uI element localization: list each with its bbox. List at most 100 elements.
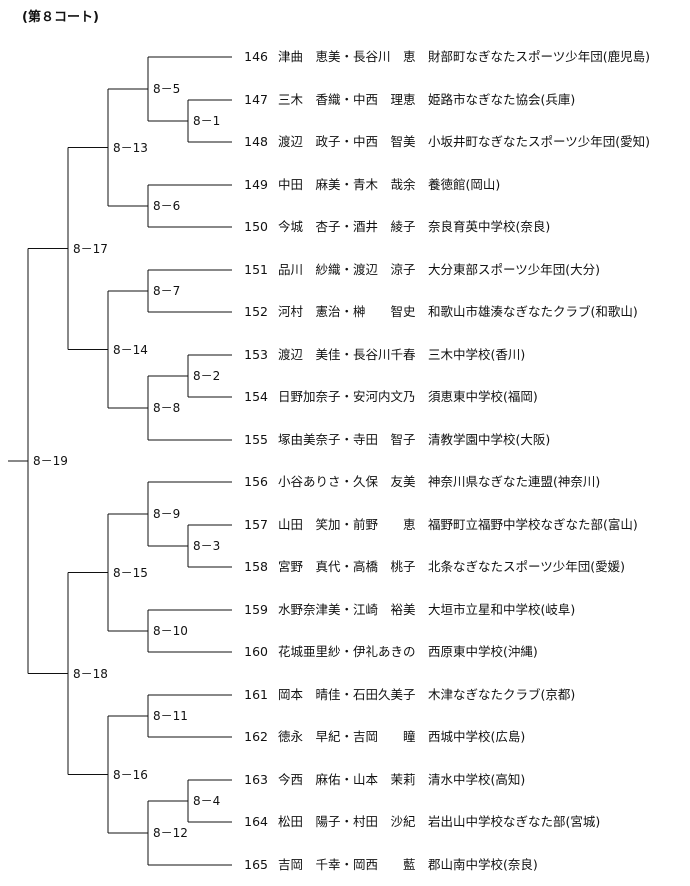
entry-names: 河村 憲治・榊 智史 <box>278 304 416 319</box>
entry-row: 157 山田 笑加・前野 恵福野町立福野中学校なぎなた部(富山) <box>238 515 638 535</box>
entry-names: 水野奈津美・江崎 裕美 <box>278 602 416 617</box>
entry-row: 148 渡辺 政子・中西 智美小坂井町なぎなたスポーツ少年団(愛知) <box>238 132 650 152</box>
entry-names: 松田 陽子・村田 沙紀 <box>278 814 416 829</box>
entry-team: 木津なぎなたクラブ(京都) <box>428 687 576 702</box>
match-label: 8－8 <box>152 401 182 415</box>
entry-number: 164 <box>244 814 268 829</box>
entry-names: 山田 笑加・前野 恵 <box>278 517 416 532</box>
match-label: 8－18 <box>72 666 109 681</box>
entry-row: 159 水野奈津美・江崎 裕美大垣市立星和中学校(岐阜) <box>238 600 575 620</box>
entry-team: 姫路市なぎなた協会(兵庫) <box>428 92 576 107</box>
entry-team: 奈良育英中学校(奈良) <box>428 219 551 234</box>
court-title: (第８コート) <box>22 10 99 25</box>
entry-names: 宮野 真代・高橋 桃子 <box>278 559 416 574</box>
entry-names: 渡辺 政子・中西 智美 <box>278 134 416 149</box>
entry-number: 147 <box>244 92 268 107</box>
match-label: 8－14 <box>112 342 149 357</box>
entry-names: 今西 麻佑・山本 茉莉 <box>278 772 416 787</box>
entry-names: 塚由美奈子・寺田 智子 <box>278 432 416 447</box>
entry-number: 159 <box>244 602 268 617</box>
entry-number: 165 <box>244 857 268 872</box>
entry-team: 西原東中学校(沖縄) <box>428 644 538 659</box>
entry-row: 158 宮野 真代・高橋 桃子北条なぎなたスポーツ少年団(愛媛) <box>238 557 625 577</box>
entry-team: 三木中学校(香川) <box>428 347 526 362</box>
match-label: 8－13 <box>112 140 149 155</box>
match-label: 8－12 <box>152 826 189 840</box>
entry-team: 財部町なぎなたスポーツ少年団(鹿児島) <box>428 49 651 64</box>
entry-names: 日野加奈子・安河内文乃 <box>278 389 416 404</box>
entry-number: 157 <box>244 517 268 532</box>
entry-number: 148 <box>244 134 268 149</box>
entry-names: 花城亜里紗・伊礼あきの <box>278 644 416 659</box>
entry-team: 和歌山市雄湊なぎなたクラブ(和歌山) <box>428 304 638 319</box>
entry-number: 150 <box>244 219 268 234</box>
entry-row: 164 松田 陽子・村田 沙紀岩出山中学校なぎなた部(宮城) <box>238 812 600 832</box>
entry-team: 神奈川県なぎなた連盟(神奈川) <box>428 474 601 489</box>
entry-team: 福野町立福野中学校なぎなた部(富山) <box>428 517 638 532</box>
match-label: 8－17 <box>72 241 109 256</box>
entry-names: 小谷ありさ・久保 友美 <box>278 474 416 489</box>
entry-names: 吉岡 千幸・岡西 藍 <box>278 857 416 872</box>
entry-team: 大垣市立星和中学校(岐阜) <box>428 602 576 617</box>
entry-names: 渡辺 美佳・長谷川千春 <box>278 347 416 362</box>
entry-names: 徳永 早紀・吉岡 瞳 <box>278 729 416 744</box>
match-label: 8－4 <box>192 794 222 808</box>
entry-team: 岩出山中学校なぎなた部(宮城) <box>428 814 601 829</box>
entry-names: 岡本 晴佳・石田久美子 <box>278 687 416 702</box>
match-label: 8－5 <box>152 82 182 96</box>
entry-row: 162 徳永 早紀・吉岡 瞳西城中学校(広島) <box>238 727 525 747</box>
entry-row: 149 中田 麻美・青木 哉余養徳館(岡山) <box>238 175 500 195</box>
match-label: 8－10 <box>152 624 189 638</box>
entry-number: 156 <box>244 474 268 489</box>
entry-team: 須恵東中学校(福岡) <box>428 389 538 404</box>
entry-number: 152 <box>244 304 268 319</box>
entry-number: 149 <box>244 177 268 192</box>
entry-row: 147 三木 香織・中西 理恵姫路市なぎなた協会(兵庫) <box>238 90 575 110</box>
match-label: 8－19 <box>32 454 69 468</box>
entry-row: 153 渡辺 美佳・長谷川千春三木中学校(香川) <box>238 345 525 365</box>
entry-row: 152 河村 憲治・榊 智史和歌山市雄湊なぎなたクラブ(和歌山) <box>238 302 638 322</box>
entry-team: 清水中学校(高知) <box>428 772 526 787</box>
entry-number: 146 <box>244 49 268 64</box>
match-label: 8－16 <box>112 767 149 782</box>
entry-row: 154 日野加奈子・安河内文乃須恵東中学校(福岡) <box>238 387 538 407</box>
entry-number: 162 <box>244 729 268 744</box>
entry-number: 160 <box>244 644 268 659</box>
match-label: 8－2 <box>192 369 222 383</box>
entry-row: 163 今西 麻佑・山本 茉莉清水中学校(高知) <box>238 770 525 790</box>
entry-row: 161 岡本 晴佳・石田久美子木津なぎなたクラブ(京都) <box>238 685 575 705</box>
match-label: 8－1 <box>192 114 222 128</box>
entry-names: 品川 紗織・渡辺 涼子 <box>278 262 416 277</box>
entry-team: 北条なぎなたスポーツ少年団(愛媛) <box>428 559 626 574</box>
entry-number: 161 <box>244 687 268 702</box>
entry-team: 小坂井町なぎなたスポーツ少年団(愛知) <box>428 134 651 149</box>
entry-row: 150 今城 杏子・酒井 綾子奈良育英中学校(奈良) <box>238 217 550 237</box>
entry-number: 151 <box>244 262 268 277</box>
entry-number: 154 <box>244 389 268 404</box>
match-label: 8－6 <box>152 199 182 213</box>
match-label: 8－9 <box>152 507 182 521</box>
entry-number: 158 <box>244 559 268 574</box>
entry-row: 146 津曲 恵美・長谷川 恵財部町なぎなたスポーツ少年団(鹿児島) <box>238 47 650 67</box>
entry-names: 三木 香織・中西 理恵 <box>278 92 416 107</box>
entry-number: 163 <box>244 772 268 787</box>
entry-team: 郡山南中学校(奈良) <box>428 857 538 872</box>
entry-team: 養徳館(岡山) <box>428 177 501 192</box>
entry-row: 165 吉岡 千幸・岡西 藍郡山南中学校(奈良) <box>238 855 538 875</box>
entry-team: 大分東部スポーツ少年団(大分) <box>428 262 601 277</box>
entry-names: 津曲 恵美・長谷川 恵 <box>278 49 416 64</box>
entry-number: 153 <box>244 347 268 362</box>
entry-row: 151 品川 紗織・渡辺 涼子大分東部スポーツ少年団(大分) <box>238 260 600 280</box>
entry-team: 清教学園中学校(大阪) <box>428 432 551 447</box>
match-label: 8－11 <box>152 709 189 723</box>
entry-names: 今城 杏子・酒井 綾子 <box>278 219 416 234</box>
entry-row: 156 小谷ありさ・久保 友美神奈川県なぎなた連盟(神奈川) <box>238 472 600 492</box>
match-label: 8－3 <box>192 539 222 553</box>
entry-team: 西城中学校(広島) <box>428 729 526 744</box>
entry-row: 160 花城亜里紗・伊礼あきの西原東中学校(沖縄) <box>238 642 538 662</box>
entry-names: 中田 麻美・青木 哉余 <box>278 177 416 192</box>
match-label: 8－15 <box>112 565 149 580</box>
match-label: 8－7 <box>152 284 182 298</box>
